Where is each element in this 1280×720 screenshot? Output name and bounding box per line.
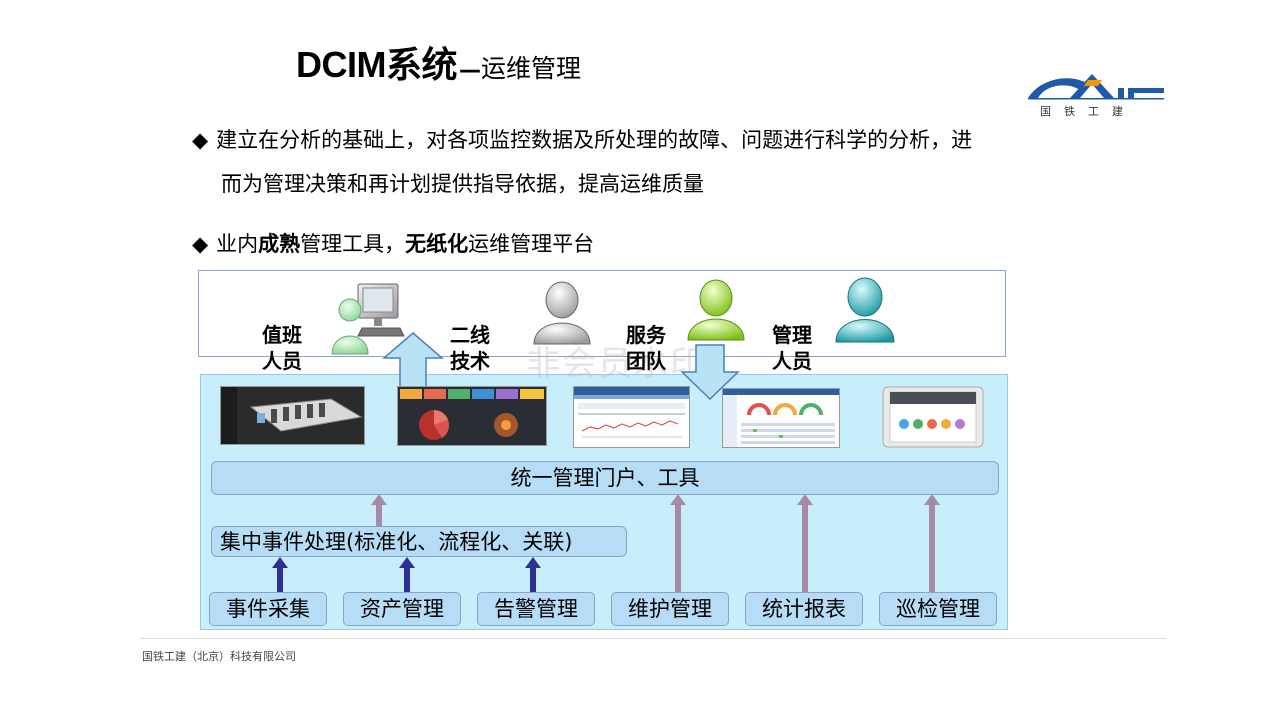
role-manager-line-1: 管理: [772, 323, 812, 347]
module-inspection-management: 巡检管理: [879, 592, 997, 626]
bullet-1: ◆ 建立在分析的基础上，对各项监控数据及所处理的故障、问题进行科学的分析，进: [192, 124, 972, 154]
role-duty-line-1: 值班: [262, 323, 302, 347]
bullet-marker: ◆: [192, 232, 209, 256]
module-alarm-management: 告警管理: [477, 592, 595, 626]
bullet-2: ◆ 业内成熟管理工具，无纸化运维管理平台: [192, 228, 594, 258]
role-manager: 管理 人员: [772, 322, 812, 374]
module-maintenance-management: 维护管理: [611, 592, 729, 626]
role-second-line: 二线 技术: [450, 322, 490, 374]
role-second-line-2: 技术: [450, 349, 490, 373]
title-dash: —: [459, 58, 481, 83]
role-service-team: 服务 团队: [626, 322, 666, 374]
role-duty-staff: 值班 人员: [262, 322, 302, 374]
monitor-web-thumbnail: [722, 388, 840, 448]
person-teal-icon: [835, 277, 895, 343]
module-event-collection: 事件采集: [209, 592, 327, 626]
footer-divider: [140, 638, 1166, 639]
unified-portal-box: 统一管理门户、工具: [211, 461, 999, 495]
bullet-1-line-1: 建立在分析的基础上，对各项监控数据及所处理的故障、问题进行科学的分析，进: [216, 128, 973, 152]
role-manager-line-2: 人员: [772, 349, 812, 373]
title-sub: 运维管理: [481, 54, 582, 83]
role-service-line-2: 团队: [626, 349, 666, 373]
role-duty-line-2: 人员: [262, 349, 302, 373]
logo-text: 国铁工建: [1040, 105, 1136, 118]
footer-company: 国铁工建（北京）科技有限公司: [142, 650, 296, 663]
role-second-line-1: 二线: [450, 323, 490, 347]
dashboard-thumbnail: [397, 386, 547, 446]
person-green-icon: [687, 279, 745, 341]
company-logo: [1028, 74, 1164, 100]
bullet-2-bold-2: 无纸化: [405, 232, 469, 256]
module-asset-management: 资产管理: [343, 592, 461, 626]
report-web-thumbnail: [573, 386, 690, 448]
down-arrow: [680, 344, 740, 400]
role-service-line-1: 服务: [626, 323, 666, 347]
module-statistics-report: 统计报表: [745, 592, 863, 626]
person-grey-icon: [533, 281, 591, 345]
bullet-1-line-2: 而为管理决策和再计划提供指导依据，提高运维质量: [221, 172, 704, 196]
title-main: DCIM系统: [296, 44, 458, 85]
tablet-app-thumbnail: [882, 386, 984, 448]
bullet-2-bold-1: 成熟: [258, 232, 301, 256]
bullet-2-part-3: 运维管理平台: [468, 232, 595, 256]
3d-datacenter-thumbnail: [220, 386, 365, 445]
bullet-2-part-1: 业内: [216, 232, 259, 256]
event-center-box: 集中事件处理(标准化、流程化、关联): [211, 526, 627, 557]
bullet-2-part-2: 管理工具，: [300, 232, 406, 256]
bullet-marker: ◆: [192, 128, 209, 152]
watermark: 非会员水印: [526, 344, 706, 384]
computer-user-icon: [331, 283, 405, 355]
page-title: DCIM系统—运维管理: [296, 36, 581, 88]
